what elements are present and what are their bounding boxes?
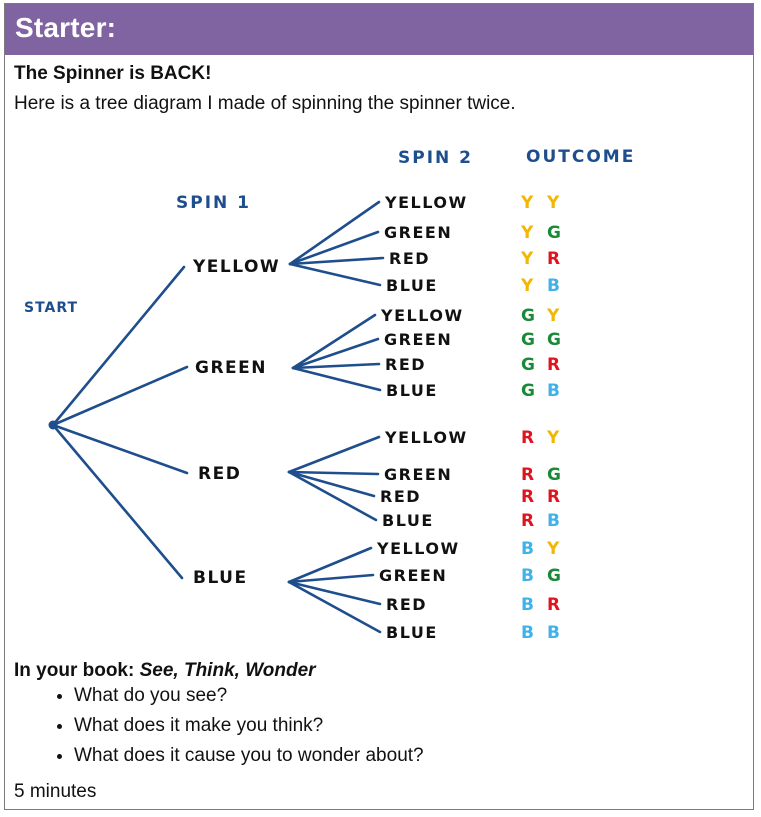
spin2-label: GREEN	[384, 330, 452, 349]
spin2-label: YELLOW	[380, 306, 464, 325]
branch-line	[287, 470, 378, 522]
spin2-label: RED	[385, 355, 426, 374]
outcome-letter: Y	[520, 193, 534, 213]
branch-line	[288, 262, 382, 287]
spin2-label: GREEN	[384, 223, 452, 242]
outcome-letter: G	[547, 330, 561, 350]
outcome-letter: Y	[520, 249, 534, 269]
spin1-label: BLUE	[193, 568, 248, 588]
outcome-letter: Y	[546, 428, 560, 448]
prompt-item: What does it make you think?	[74, 714, 424, 738]
spin2-label: BLUE	[386, 381, 438, 400]
outcome-letter: R	[521, 465, 534, 485]
spin2-label: RED	[380, 487, 421, 506]
outcome-letter: B	[521, 539, 534, 559]
spin2-header: SPIN 2	[398, 148, 473, 168]
outcome-letter: B	[521, 566, 534, 586]
spin2-label: BLUE	[382, 511, 434, 530]
intro-text: Here is a tree diagram I made of spinnin…	[14, 93, 516, 114]
outcome-letter: G	[547, 223, 561, 243]
outcome-letter: Y	[546, 193, 560, 213]
spin2-label: RED	[389, 249, 430, 268]
spin2-label: RED	[386, 595, 427, 614]
prompt-item: What do you see?	[74, 684, 424, 708]
branch-line	[51, 365, 189, 427]
tree-branches	[48, 200, 385, 634]
branch-line	[291, 313, 377, 370]
spin2-label: YELLOW	[376, 539, 460, 558]
branch-line	[287, 470, 380, 476]
branch-line	[287, 470, 376, 498]
spin2-label: YELLOW	[384, 428, 468, 447]
branch-line	[51, 265, 186, 427]
spin2-label: BLUE	[386, 623, 438, 642]
intro-title: The Spinner is BACK!	[14, 63, 212, 84]
outcome-letter: B	[521, 623, 534, 643]
outcome-letter: R	[547, 355, 560, 375]
outcome-letter: G	[521, 330, 535, 350]
branch-line	[51, 423, 189, 475]
spin1-label: GREEN	[195, 358, 267, 378]
branch-line	[288, 200, 381, 266]
branch-line	[291, 362, 381, 370]
spin1-label: RED	[198, 464, 241, 484]
task-title: See, Think, Wonder	[139, 660, 316, 681]
prompt-list: What do you see? What does it make you t…	[44, 684, 424, 774]
slide-frame	[4, 3, 754, 810]
outcome-letter: B	[547, 623, 560, 643]
spin1-header: SPIN 1	[176, 193, 251, 213]
branch-line	[287, 580, 382, 634]
branch-line	[287, 580, 382, 606]
outcome-header: OUTCOME	[526, 147, 635, 167]
spin1-label: YELLOW	[192, 257, 280, 277]
outcome-letter: R	[521, 428, 534, 448]
outcome-letter: B	[547, 276, 560, 296]
spin2-label: YELLOW	[384, 193, 468, 212]
outcome-letter: Y	[520, 276, 534, 296]
outcome-letter: R	[521, 487, 534, 507]
header-bar: Starter:	[5, 4, 753, 55]
prompt-item: What does it cause you to wonder about?	[74, 744, 424, 768]
branch-line	[288, 230, 380, 266]
branch-line	[287, 573, 375, 584]
task-lead: In your book:	[14, 660, 135, 681]
outcome-letter: B	[521, 595, 534, 615]
outcome-letter: Y	[546, 539, 560, 559]
task-instruction: In your book: See, Think, Wonder	[14, 660, 316, 682]
outcome-letter: G	[521, 306, 535, 326]
spin2-label: BLUE	[386, 276, 438, 295]
start-label: START	[24, 300, 78, 316]
branch-line	[287, 546, 373, 584]
outcome-letter: G	[521, 355, 535, 375]
outcome-letter: B	[547, 511, 560, 531]
outcome-letter: Y	[546, 306, 560, 326]
branch-line	[291, 366, 382, 392]
time-limit: 5 minutes	[14, 781, 97, 802]
outcome-letter: B	[547, 381, 560, 401]
outcome-letter: R	[547, 487, 560, 507]
outcome-letter: R	[547, 595, 560, 615]
branch-line	[288, 256, 385, 266]
outcome-letter: G	[547, 566, 561, 586]
outcome-letter: G	[547, 465, 561, 485]
branch-line	[51, 423, 184, 580]
outcome-letter: G	[521, 381, 535, 401]
outcome-letter: Y	[520, 223, 534, 243]
branch-line	[287, 435, 381, 474]
branch-line	[291, 337, 380, 370]
spin2-label: GREEN	[379, 566, 447, 585]
outcome-letter: R	[547, 249, 560, 269]
outcome-letter: R	[521, 511, 534, 531]
spin2-label: GREEN	[384, 465, 452, 484]
header-title: Starter:	[15, 12, 117, 43]
